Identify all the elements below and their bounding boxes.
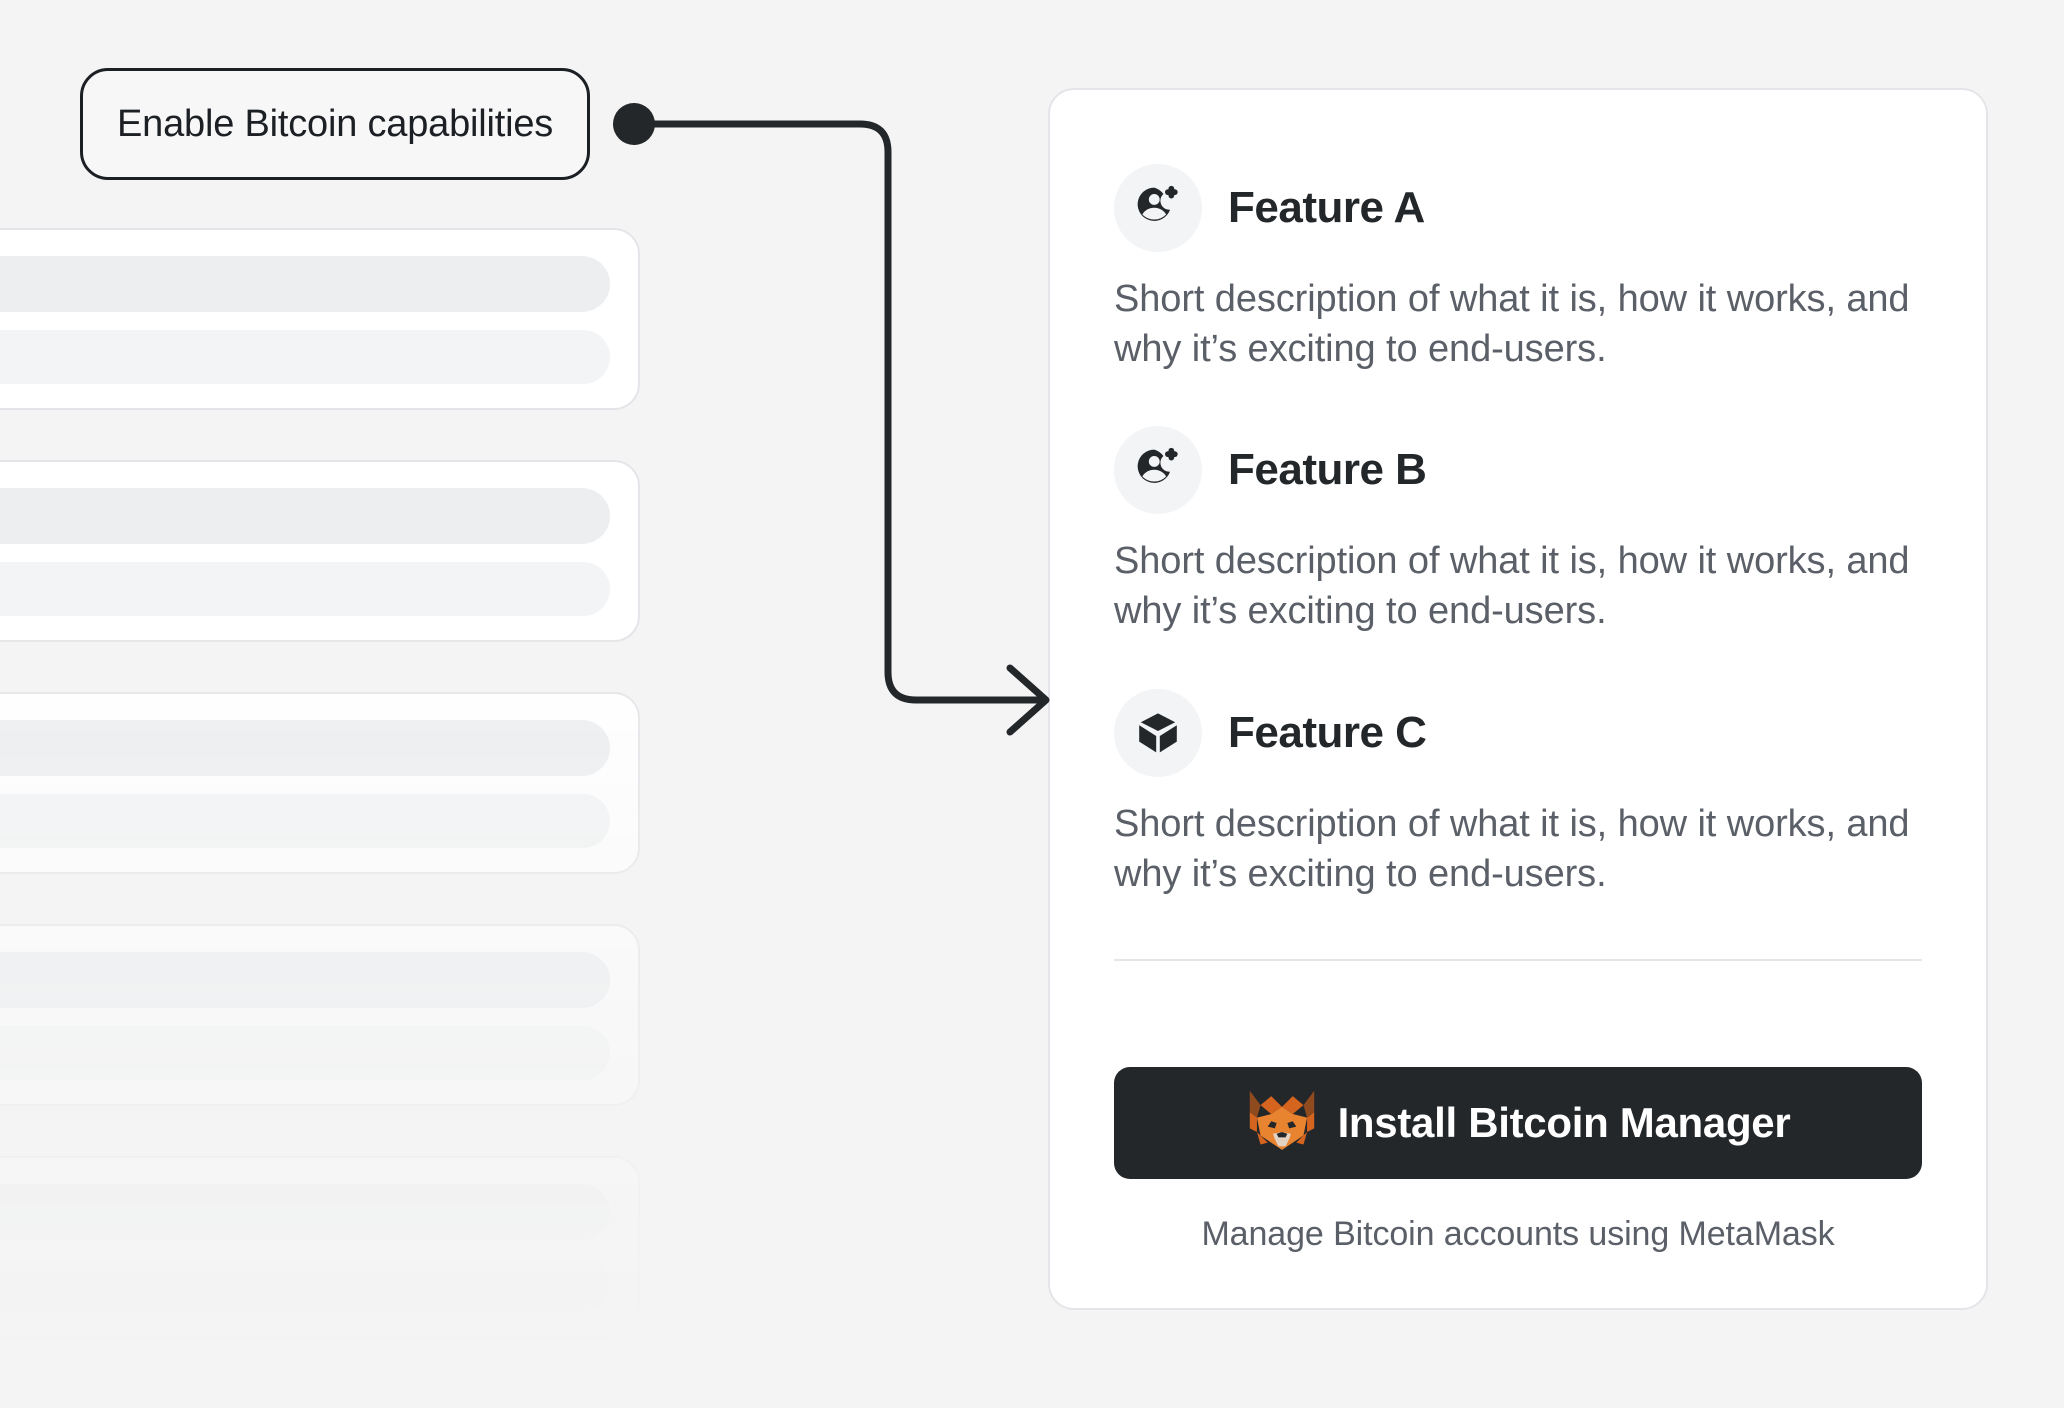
feature-title: Feature A: [1228, 183, 1425, 232]
features-list: Feature A Short description of what it i…: [1050, 90, 1986, 1005]
skeleton-card: [0, 1156, 640, 1338]
install-button-label: Install Bitcoin Manager: [1337, 1099, 1791, 1146]
skeleton-placeholder-bar: [0, 952, 610, 1008]
arrow-right-icon: [1006, 664, 1050, 736]
background-skeleton-list: [0, 228, 640, 1408]
metamask-fox-icon: [1249, 1090, 1314, 1150]
feature-item: Feature A Short description of what it i…: [1114, 164, 1922, 374]
feature-header: Feature C: [1114, 688, 1922, 777]
feature-description: Short description of what it is, how it …: [1114, 278, 1910, 371]
feature-title: Feature B: [1228, 445, 1427, 495]
skeleton-card: [0, 692, 640, 874]
skeleton-card: [0, 924, 640, 1106]
feature-item: Feature C Short description of what it i…: [1114, 688, 1922, 899]
skeleton-placeholder-bar: [0, 330, 610, 384]
skeleton-card: [0, 460, 640, 642]
skeleton-card: [0, 228, 640, 410]
feature-item: Feature B Short description of what it i…: [1114, 426, 1922, 636]
connector-line: [630, 120, 1048, 704]
skeleton-placeholder-bar: [0, 1026, 610, 1080]
card-footer: Install Bitcoin Manager Manage Bitcoin a…: [1050, 1005, 1986, 1308]
connector-dot-icon: [613, 103, 655, 145]
skeleton-placeholder-bar: [0, 720, 610, 776]
skeleton-placeholder-bar: [0, 1184, 610, 1240]
skeleton-placeholder-bar: [0, 488, 610, 544]
bitcoin-capabilities-card: Feature A Short description of what it i…: [1048, 88, 1988, 1310]
skeleton-placeholder-bar: [0, 256, 610, 312]
skeleton-card: [0, 1388, 640, 1408]
footer-caption: Manage Bitcoin accounts using MetaMask: [1201, 1215, 1835, 1253]
add-user-icon: [1114, 164, 1202, 252]
feature-title: Feature C: [1228, 707, 1427, 757]
feature-description: Short description of what it is, how it …: [1114, 802, 1910, 895]
section-divider: [1114, 958, 1922, 961]
add-user-icon: [1114, 426, 1202, 515]
skeleton-placeholder-bar: [0, 794, 610, 848]
feature-header: Feature B: [1114, 426, 1922, 515]
skeleton-placeholder-bar: [0, 562, 610, 616]
annotation-callout: Enable Bitcoin capabilities: [80, 68, 591, 180]
skeleton-placeholder-bar: [0, 1258, 610, 1312]
install-bitcoin-manager-button[interactable]: Install Bitcoin Manager: [1114, 1067, 1922, 1179]
annotation-label: Enable Bitcoin capabilities: [117, 102, 554, 145]
feature-header: Feature A: [1114, 164, 1922, 252]
cube-box-icon: [1114, 688, 1202, 777]
feature-description: Short description of what it is, how it …: [1114, 540, 1910, 633]
